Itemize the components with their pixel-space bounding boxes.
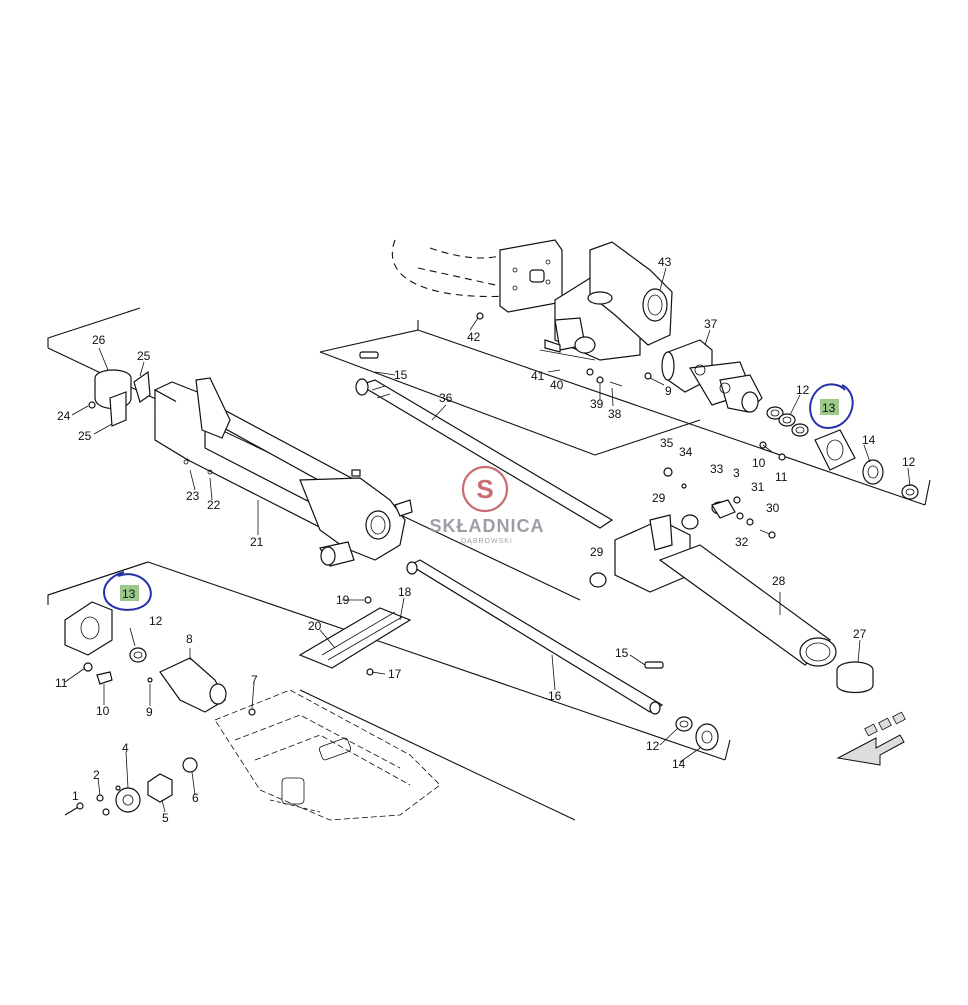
highlight-label-bg-top	[820, 399, 839, 415]
leader-lines	[64, 267, 911, 813]
callout-2: 2	[93, 768, 100, 782]
callout-40: 40	[550, 378, 564, 392]
highlight-circle-bottom	[103, 571, 152, 611]
tube-28-housing	[589, 499, 837, 667]
callout-21: 21	[250, 535, 264, 549]
callout-18: 18	[398, 585, 412, 599]
callout-37: 37	[704, 317, 718, 331]
watermark-monogram-ring	[461, 465, 509, 513]
hardware-30-35	[476, 312, 776, 539]
callout-23: 23	[186, 489, 200, 503]
frame-bracket-43	[391, 239, 673, 361]
callout-29: 29	[652, 491, 666, 505]
callout-25-lower: 25	[78, 429, 92, 443]
callout-39: 39	[590, 397, 604, 411]
drive-shaft-36	[355, 351, 614, 529]
callout-9: 9	[146, 705, 153, 719]
callout-29-lower: 29	[590, 545, 604, 559]
callout-34: 34	[679, 445, 693, 459]
callout-28: 28	[772, 574, 786, 588]
callout-labels: 1 2 3 4 5 6 7 8 9 10 11 12 13 14 15 16 1…	[55, 255, 916, 825]
callout-5: 5	[162, 811, 169, 825]
universal-joint-37	[661, 339, 763, 413]
callout-12: 12	[149, 614, 163, 628]
lower-panel-frame	[47, 561, 731, 821]
callout-30: 30	[766, 501, 780, 515]
callout-17: 17	[388, 667, 402, 681]
callout-11: 11	[55, 676, 68, 690]
callout-11-upper: 11	[775, 470, 788, 484]
callout-13: 13	[122, 587, 136, 601]
callout-36: 36	[439, 391, 453, 405]
callout-12-upper-right: 12	[902, 455, 916, 469]
callout-41: 41	[531, 369, 545, 383]
watermark-subtitle: DĄBROWSKI	[461, 538, 513, 545]
callout-12-lower-shaft: 12	[646, 739, 660, 753]
callout-10: 10	[96, 704, 110, 718]
callout-31: 31	[751, 480, 765, 494]
watermark-monogram: S	[476, 474, 493, 504]
lower-left-assembly	[64, 601, 256, 816]
callout-13-upper: 13	[822, 401, 836, 415]
callout-15: 15	[394, 368, 408, 382]
callout-24: 24	[57, 409, 71, 423]
callout-25: 25	[137, 349, 151, 363]
callout-43: 43	[658, 255, 672, 269]
callout-9-upper: 9	[665, 384, 672, 398]
watermark-brand: SKŁADNICA	[430, 516, 545, 536]
callout-35: 35	[660, 436, 674, 450]
callout-33: 33	[710, 462, 724, 476]
watermark-logo: S SKŁADNICA DĄBROWSKI	[430, 465, 545, 545]
callout-15-lower: 15	[615, 646, 629, 660]
plate-18-20	[298, 596, 412, 676]
tractor-chassis-outline	[214, 689, 441, 821]
callout-19: 19	[336, 593, 350, 607]
callout-27: 27	[853, 627, 867, 641]
callout-10-upper: 10	[752, 456, 766, 470]
callout-3: 3	[733, 466, 740, 480]
callout-14: 14	[672, 757, 686, 771]
highlight-circle-top	[809, 383, 854, 430]
highlight-label-bg-bottom	[120, 585, 139, 601]
drive-shaft-16	[406, 559, 719, 751]
callout-38: 38	[608, 407, 622, 421]
callout-26: 26	[92, 333, 106, 347]
callout-42: 42	[467, 330, 481, 344]
callout-8: 8	[186, 632, 193, 646]
callout-20: 20	[308, 619, 322, 633]
callout-22: 22	[207, 498, 221, 512]
callout-32: 32	[735, 535, 749, 549]
bracket-set-24-26	[88, 369, 151, 427]
callout-4: 4	[122, 741, 129, 755]
callout-1: 1	[72, 789, 79, 803]
callout-6: 6	[192, 791, 199, 805]
callout-12-upper-washers: 12	[796, 383, 810, 397]
sleeve-27	[836, 661, 874, 694]
callout-14-upper: 14	[862, 433, 876, 447]
callout-7: 7	[251, 673, 258, 687]
upper-bearing-set	[759, 406, 919, 500]
main-beam-21	[153, 377, 413, 567]
direction-arrow-icon	[836, 711, 906, 766]
callout-16: 16	[548, 689, 562, 703]
